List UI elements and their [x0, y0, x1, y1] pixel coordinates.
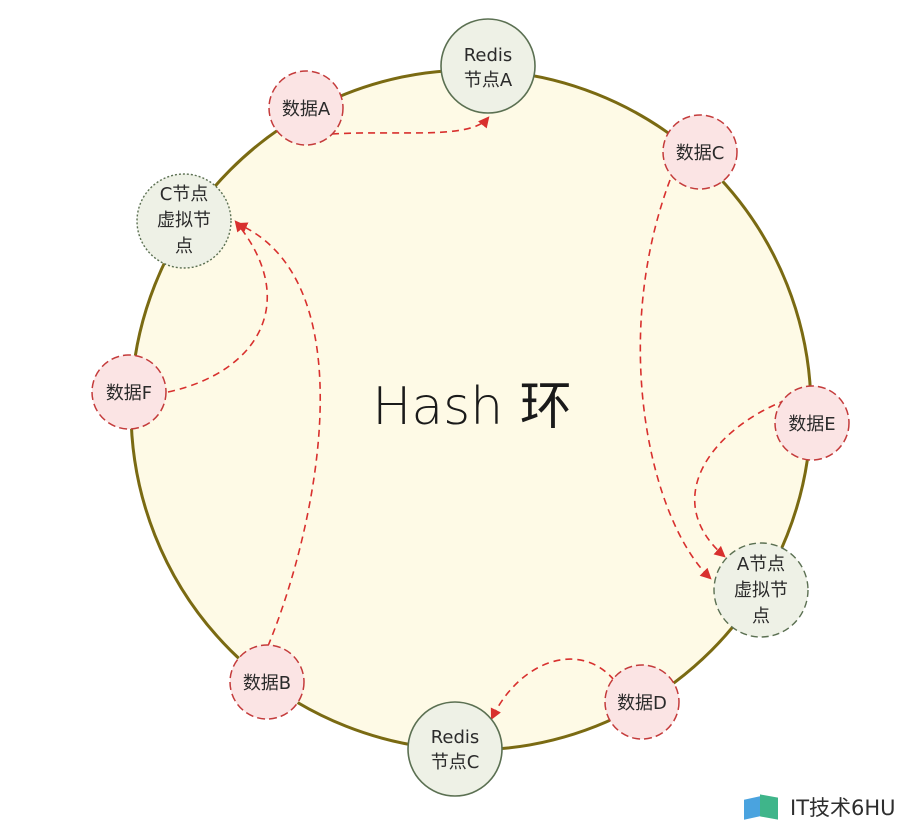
data-node-b-label: 数据B — [243, 673, 291, 694]
arrow-data-c-to-virtual-a — [639, 179, 712, 580]
arrow-data-a-to-redis-a — [331, 116, 490, 135]
virtual-node-c-line-3: 点 — [175, 236, 193, 257]
data-node-e-label: 数据E — [788, 414, 835, 435]
redis-node-a-line-2: 节点A — [464, 70, 513, 91]
redis-node-a-line-1: Redis — [464, 45, 513, 66]
arrow-data-b-to-virtual-c — [235, 222, 322, 647]
book-logo-icon — [742, 794, 784, 820]
virtual-node-a-line-1: A节点 — [737, 554, 785, 575]
arrow-data-d-to-redis-c — [490, 658, 615, 721]
data-node-d-label: 数据D — [617, 693, 667, 714]
redis-node-a: Redis 节点A — [440, 18, 536, 114]
arrow-data-f-to-virtual-c — [167, 220, 268, 393]
watermark-text: IT技术6HU — [790, 796, 896, 820]
data-node-a-label: 数据A — [282, 99, 331, 120]
virtual-node-c-line-1: C节点 — [160, 184, 209, 205]
redis-node-c-line-2: 节点C — [431, 752, 480, 773]
data-node-e: 数据E — [774, 385, 850, 461]
data-node-d: 数据D — [604, 664, 680, 740]
data-node-f: 数据F — [91, 354, 167, 430]
virtual-node-a: A节点 虚拟节 点 — [713, 542, 809, 638]
data-node-f-label: 数据F — [106, 383, 152, 404]
data-node-a: 数据A — [268, 70, 344, 146]
data-node-c-label: 数据C — [676, 143, 725, 164]
mapping-arrows — [167, 116, 787, 721]
virtual-node-a-line-3: 点 — [752, 606, 770, 627]
ring-title: Hash 环 — [372, 377, 572, 437]
arrow-data-e-to-virtual-a — [693, 399, 787, 558]
watermark: IT技术6HU — [742, 792, 896, 822]
virtual-node-c: C节点 虚拟节 点 — [136, 173, 232, 269]
virtual-node-a-line-2: 虚拟节 — [734, 580, 788, 601]
virtual-node-c-line-2: 虚拟节 — [157, 210, 211, 231]
data-node-b: 数据B — [229, 644, 305, 720]
data-node-c: 数据C — [662, 114, 738, 190]
redis-node-c-line-1: Redis — [431, 727, 480, 748]
redis-node-c: Redis 节点C — [407, 701, 503, 797]
